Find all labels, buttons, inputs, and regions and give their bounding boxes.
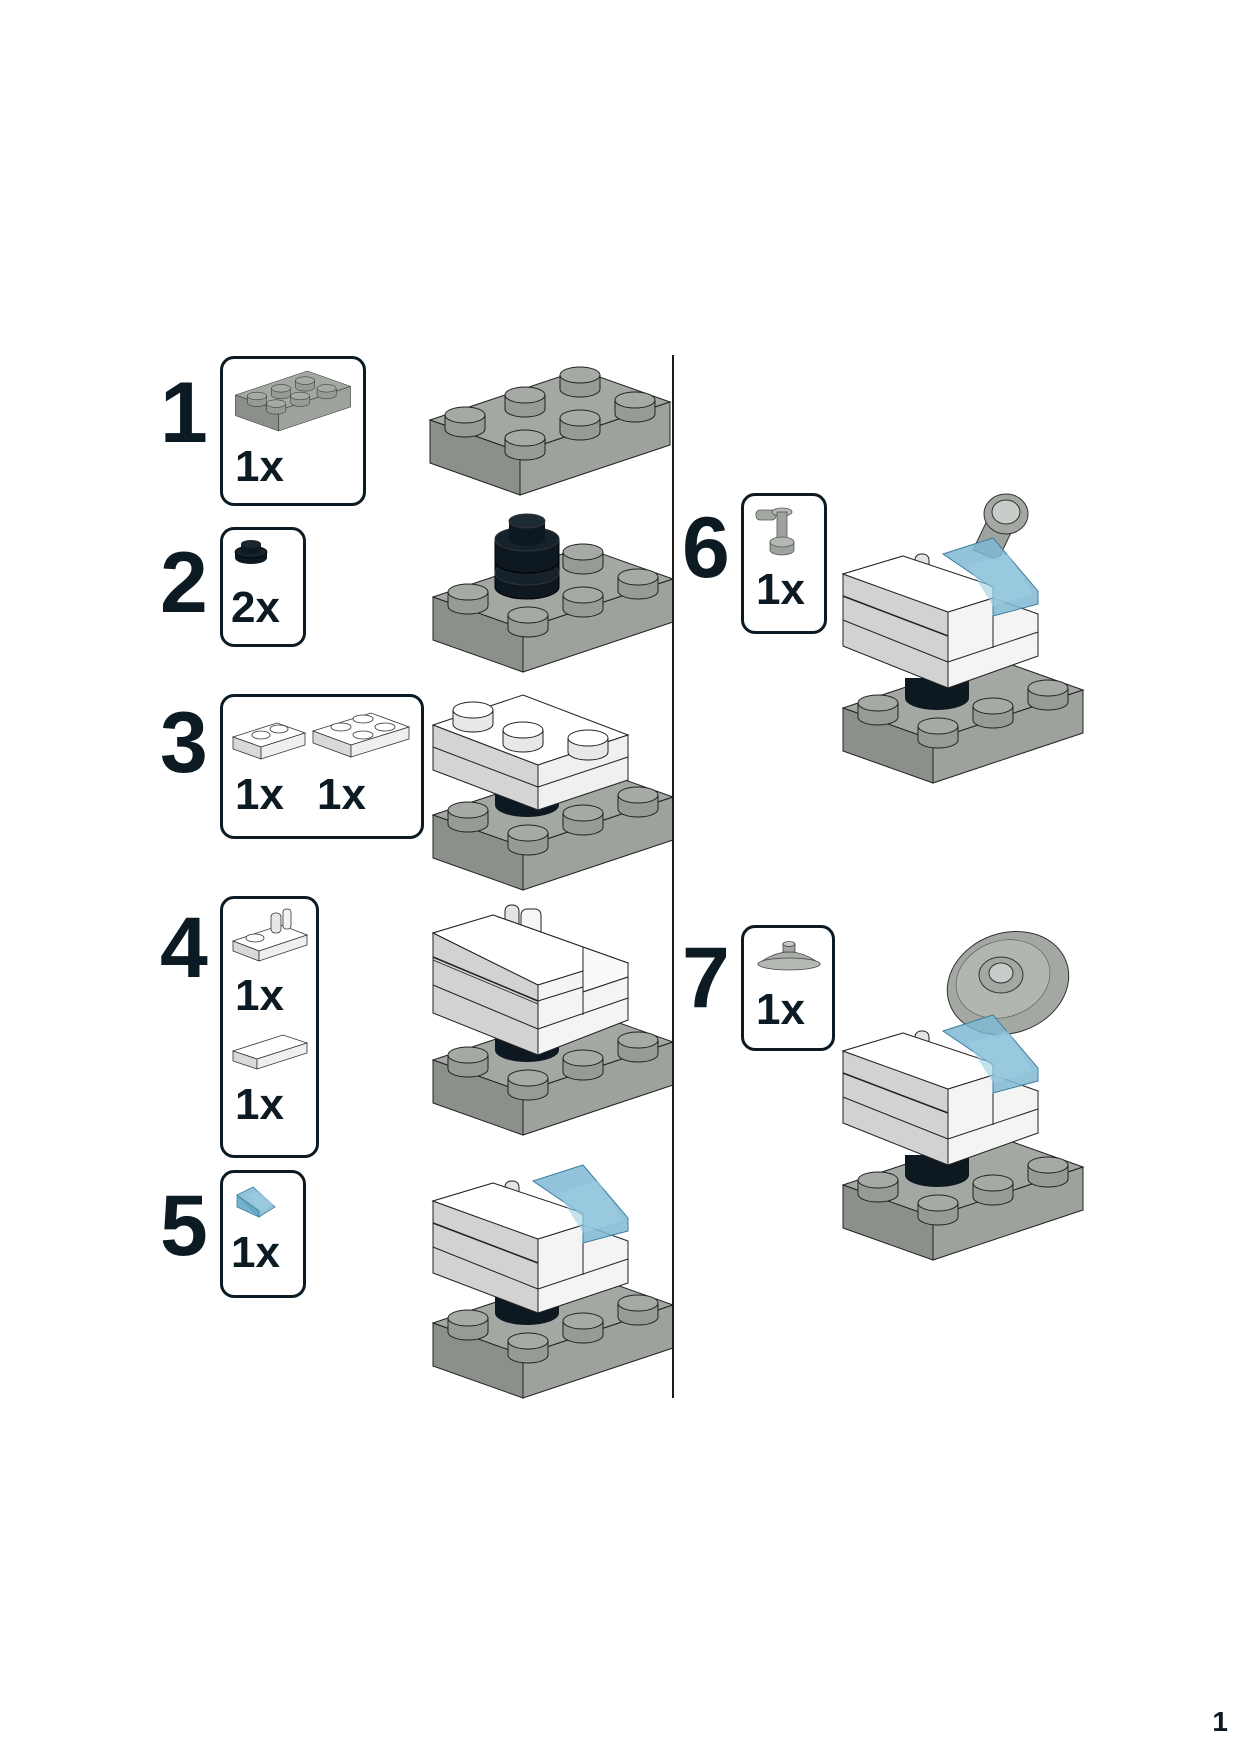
page-number: 1: [1212, 1706, 1228, 1737]
round-plate-1x1-black-icon: [234, 540, 268, 564]
parts-callout: 1x: [741, 493, 827, 634]
column-divider: [672, 355, 674, 1398]
part-quantity: 1x: [235, 770, 284, 819]
clip-plate-white-icon: [231, 908, 309, 962]
step-number: 3: [160, 695, 208, 791]
step-number: 5: [160, 1178, 208, 1274]
step-2-assembly: [432, 513, 674, 673]
part-quantity: 1x: [317, 770, 366, 819]
parts-callout: 1x: [741, 925, 835, 1051]
step-number: 1: [160, 365, 208, 461]
plate-1x2-white-icon: [231, 722, 307, 760]
part-quantity: 1x: [235, 1080, 284, 1129]
step-number: 6: [682, 500, 730, 596]
step-6-assembly: [841, 493, 1084, 784]
bar-holder-gray-icon: [755, 507, 795, 556]
step-number: 7: [682, 930, 730, 1026]
step-4-assembly: [431, 904, 674, 1136]
step-7-assembly: [841, 930, 1084, 1261]
plate-2x3-gray-icon: [235, 370, 351, 432]
part-quantity: 1x: [756, 565, 805, 614]
parts-callout: 1x: [220, 1170, 306, 1298]
plate-2x2-white-icon: [311, 712, 411, 758]
step-5-assembly: [431, 1164, 674, 1399]
part-quantity: 1x: [756, 985, 805, 1034]
part-quantity: 1x: [235, 442, 284, 491]
step-number: 2: [160, 535, 208, 631]
slope-trans-blue-icon: [236, 1186, 276, 1218]
part-quantity: 2x: [231, 583, 280, 632]
parts-callout: 1x 1x: [220, 694, 424, 839]
part-quantity: 1x: [235, 971, 284, 1020]
step-number: 4: [160, 900, 208, 996]
dish-gray-icon: [757, 941, 821, 971]
parts-callout: 2x: [220, 527, 306, 647]
step-1-assembly: [429, 366, 671, 496]
step-3-assembly: [431, 694, 674, 891]
parts-callout: 1x 1x: [220, 896, 319, 1158]
part-quantity: 1x: [231, 1228, 280, 1277]
parts-callout: 1x: [220, 356, 366, 506]
tile-1x2-white-icon: [231, 1034, 309, 1070]
